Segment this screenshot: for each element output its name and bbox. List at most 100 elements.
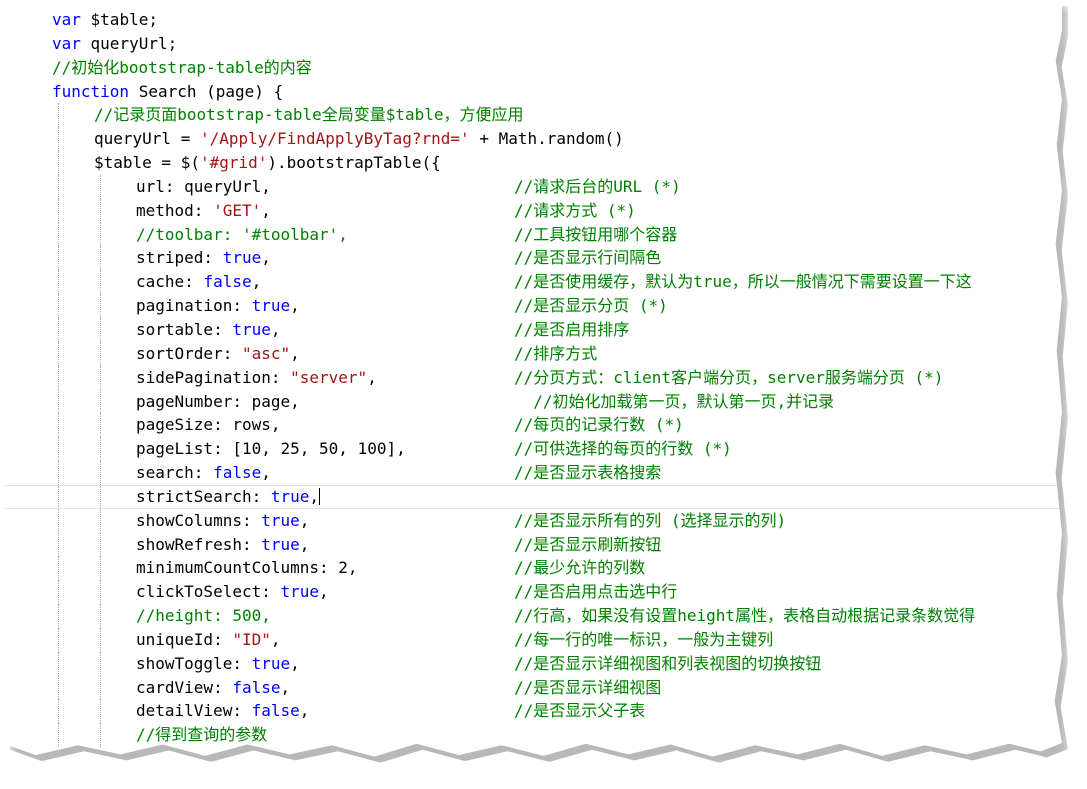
code-token: ,	[319, 582, 329, 602]
code-token: pageSize: rows,	[136, 415, 281, 435]
code-line[interactable]: pageNumber: page, //初始化加载第一页，默认第一页,并记录	[4, 389, 1062, 414]
indent-guide	[100, 341, 101, 366]
indent-guide	[58, 365, 59, 390]
code-comment: //是否显示所有的列 (选择显示的列)	[514, 510, 787, 530]
code-text: detailView: false,	[136, 699, 309, 723]
code-token: uniqueId:	[136, 629, 233, 649]
code-line[interactable]: //toolbar: '#toolbar',//工具按钮用哪个容器	[4, 222, 1062, 247]
code-text: striped: true,	[136, 246, 271, 270]
code-line[interactable]: clickToSelect: true,//是否启用点击选中行	[4, 580, 1062, 605]
code-token: //记录页面bootstrap-table全局变量$table，方便应用	[94, 105, 524, 125]
code-comment: //是否显示父子表	[514, 701, 646, 721]
code-token: 'GET'	[213, 200, 262, 220]
indent-guide	[58, 508, 59, 533]
code-token: ,	[299, 510, 310, 530]
indent-guide	[100, 246, 101, 271]
code-line[interactable]: //记录页面bootstrap-table全局变量$table，方便应用	[4, 103, 1062, 128]
code-line[interactable]: search: false,//是否显示表格搜索	[4, 461, 1062, 485]
code-line[interactable]: showColumns: true, //是否显示所有的列 (选择显示的列)	[4, 508, 1062, 533]
code-comment: //行高，如果没有设置height属性，表格自动根据记录条数觉得	[514, 606, 976, 626]
code-token: "server"	[290, 367, 368, 387]
code-line[interactable]: pageList: [10, 25, 50, 100], //可供选择的每页的行数…	[4, 437, 1062, 462]
code-line[interactable]: sortOrder: "asc",//排序方式	[4, 341, 1062, 366]
code-line[interactable]: cardView: false,//是否显示详细视图	[4, 675, 1062, 700]
indent-guide	[58, 317, 59, 342]
code-token: ,	[290, 653, 300, 673]
code-token: striped:	[136, 248, 223, 268]
code-line[interactable]: method: 'GET',//请求方式 (*)	[4, 198, 1062, 223]
code-line[interactable]: var queryUrl;	[4, 32, 1062, 56]
code-comment: //最少允许的列数	[514, 558, 646, 578]
code-token: ,	[299, 534, 310, 554]
code-line[interactable]: //得到查询的参数	[4, 723, 1062, 748]
code-comment: //每一行的唯一标识，一般为主键列	[514, 629, 774, 649]
indent-guide	[58, 174, 59, 199]
code-token: true	[261, 510, 300, 530]
code-token: true	[270, 486, 310, 506]
code-text: //得到查询的参数	[136, 723, 267, 747]
code-line[interactable]: sortable: true,//是否启用排序	[4, 317, 1062, 342]
indent-guide	[100, 485, 101, 508]
code-token: showRefresh:	[136, 534, 262, 554]
code-line[interactable]: $table = $('#grid').bootstrapTable({	[4, 151, 1062, 175]
code-line[interactable]: pagination: true,//是否显示分页 (*)	[4, 294, 1062, 318]
indent-guide	[58, 437, 59, 462]
code-text: pageSize: rows,	[136, 413, 281, 437]
code-token: sidePagination:	[136, 367, 291, 387]
code-text: showToggle: true,	[136, 652, 300, 676]
code-line[interactable]: var $table;	[4, 8, 1062, 32]
code-comment: //是否显示表格搜索	[514, 463, 662, 483]
code-line[interactable]: showToggle: true,//是否显示详细视图和列表视图的切换按钮	[4, 651, 1062, 676]
code-line[interactable]: //初始化bootstrap-table的内容	[4, 56, 1062, 80]
code-editor[interactable]: var $table;var queryUrl;//初始化bootstrap-t…	[4, 8, 1062, 757]
indent-guide	[100, 294, 101, 318]
code-token: "ID"	[232, 629, 271, 649]
code-line[interactable]: uniqueId: "ID",//每一行的唯一标识，一般为主键列	[4, 627, 1062, 652]
code-line[interactable]: url: queryUrl,//请求后台的URL (*)	[4, 174, 1062, 199]
code-line[interactable]: detailView: false, //是否显示父子表	[4, 699, 1062, 724]
indent-guide	[100, 675, 101, 700]
code-line-current[interactable]: strictSearch: true,	[4, 484, 1062, 509]
code-line[interactable]: showRefresh: true,//是否显示刷新按钮	[4, 532, 1062, 557]
code-token: //height: 500,	[136, 606, 271, 626]
code-token: url: queryUrl,	[136, 176, 271, 196]
code-line[interactable]: //height: 500, //行高，如果没有设置height属性，表格自动根据…	[4, 604, 1062, 628]
code-token: ,	[261, 463, 271, 483]
code-token: false	[251, 701, 300, 721]
code-token: true	[280, 582, 320, 602]
code-token: false	[213, 463, 262, 483]
code-token: true	[251, 653, 291, 673]
code-token: ).bootstrapTable({	[267, 153, 441, 173]
code-token: pageList: [10, 25, 50, 100],	[136, 439, 406, 459]
indent-guide	[58, 723, 59, 748]
code-line[interactable]: striped: true,//是否显示行间隔色	[4, 246, 1062, 271]
code-text: //初始化bootstrap-table的内容	[52, 56, 312, 80]
code-token: true	[251, 296, 291, 316]
code-line[interactable]: function Search (page) {	[4, 80, 1062, 104]
code-token: //得到查询的参数	[136, 725, 268, 745]
indent-guide	[58, 604, 59, 628]
indent-guide	[58, 270, 59, 295]
code-line[interactable]: pageSize: rows,//每页的记录行数 (*)	[4, 413, 1062, 438]
code-line[interactable]: minimumCountColumns: 2,//最少允许的列数	[4, 556, 1062, 581]
indent-guide	[58, 556, 59, 581]
code-token: showColumns:	[136, 510, 262, 530]
code-token: true	[222, 248, 262, 268]
code-token: queryUrl;	[80, 33, 178, 53]
indent-guide	[58, 246, 59, 271]
indent-guide	[58, 461, 59, 485]
indent-guide	[58, 103, 59, 128]
code-token: '#grid'	[199, 153, 268, 173]
code-token: Search (page) {	[129, 81, 284, 101]
text-caret	[319, 487, 321, 505]
code-token: ,	[261, 200, 271, 220]
code-text: cardView: false,	[136, 676, 290, 700]
code-line[interactable]: queryUrl = '/Apply/FindApplyByTag?rnd=' …	[4, 127, 1062, 152]
indent-guide	[100, 627, 101, 652]
indent-guide	[58, 127, 59, 152]
code-comment: //可供选择的每页的行数 (*)	[514, 439, 732, 459]
code-line[interactable]: cache: false,//是否使用缓存，默认为true，所以一般情况下需要设…	[4, 270, 1062, 295]
indent-guide	[58, 651, 59, 676]
indent-guide	[58, 532, 59, 557]
code-line[interactable]: sidePagination: "server",//分页方式：client客户…	[4, 365, 1062, 390]
